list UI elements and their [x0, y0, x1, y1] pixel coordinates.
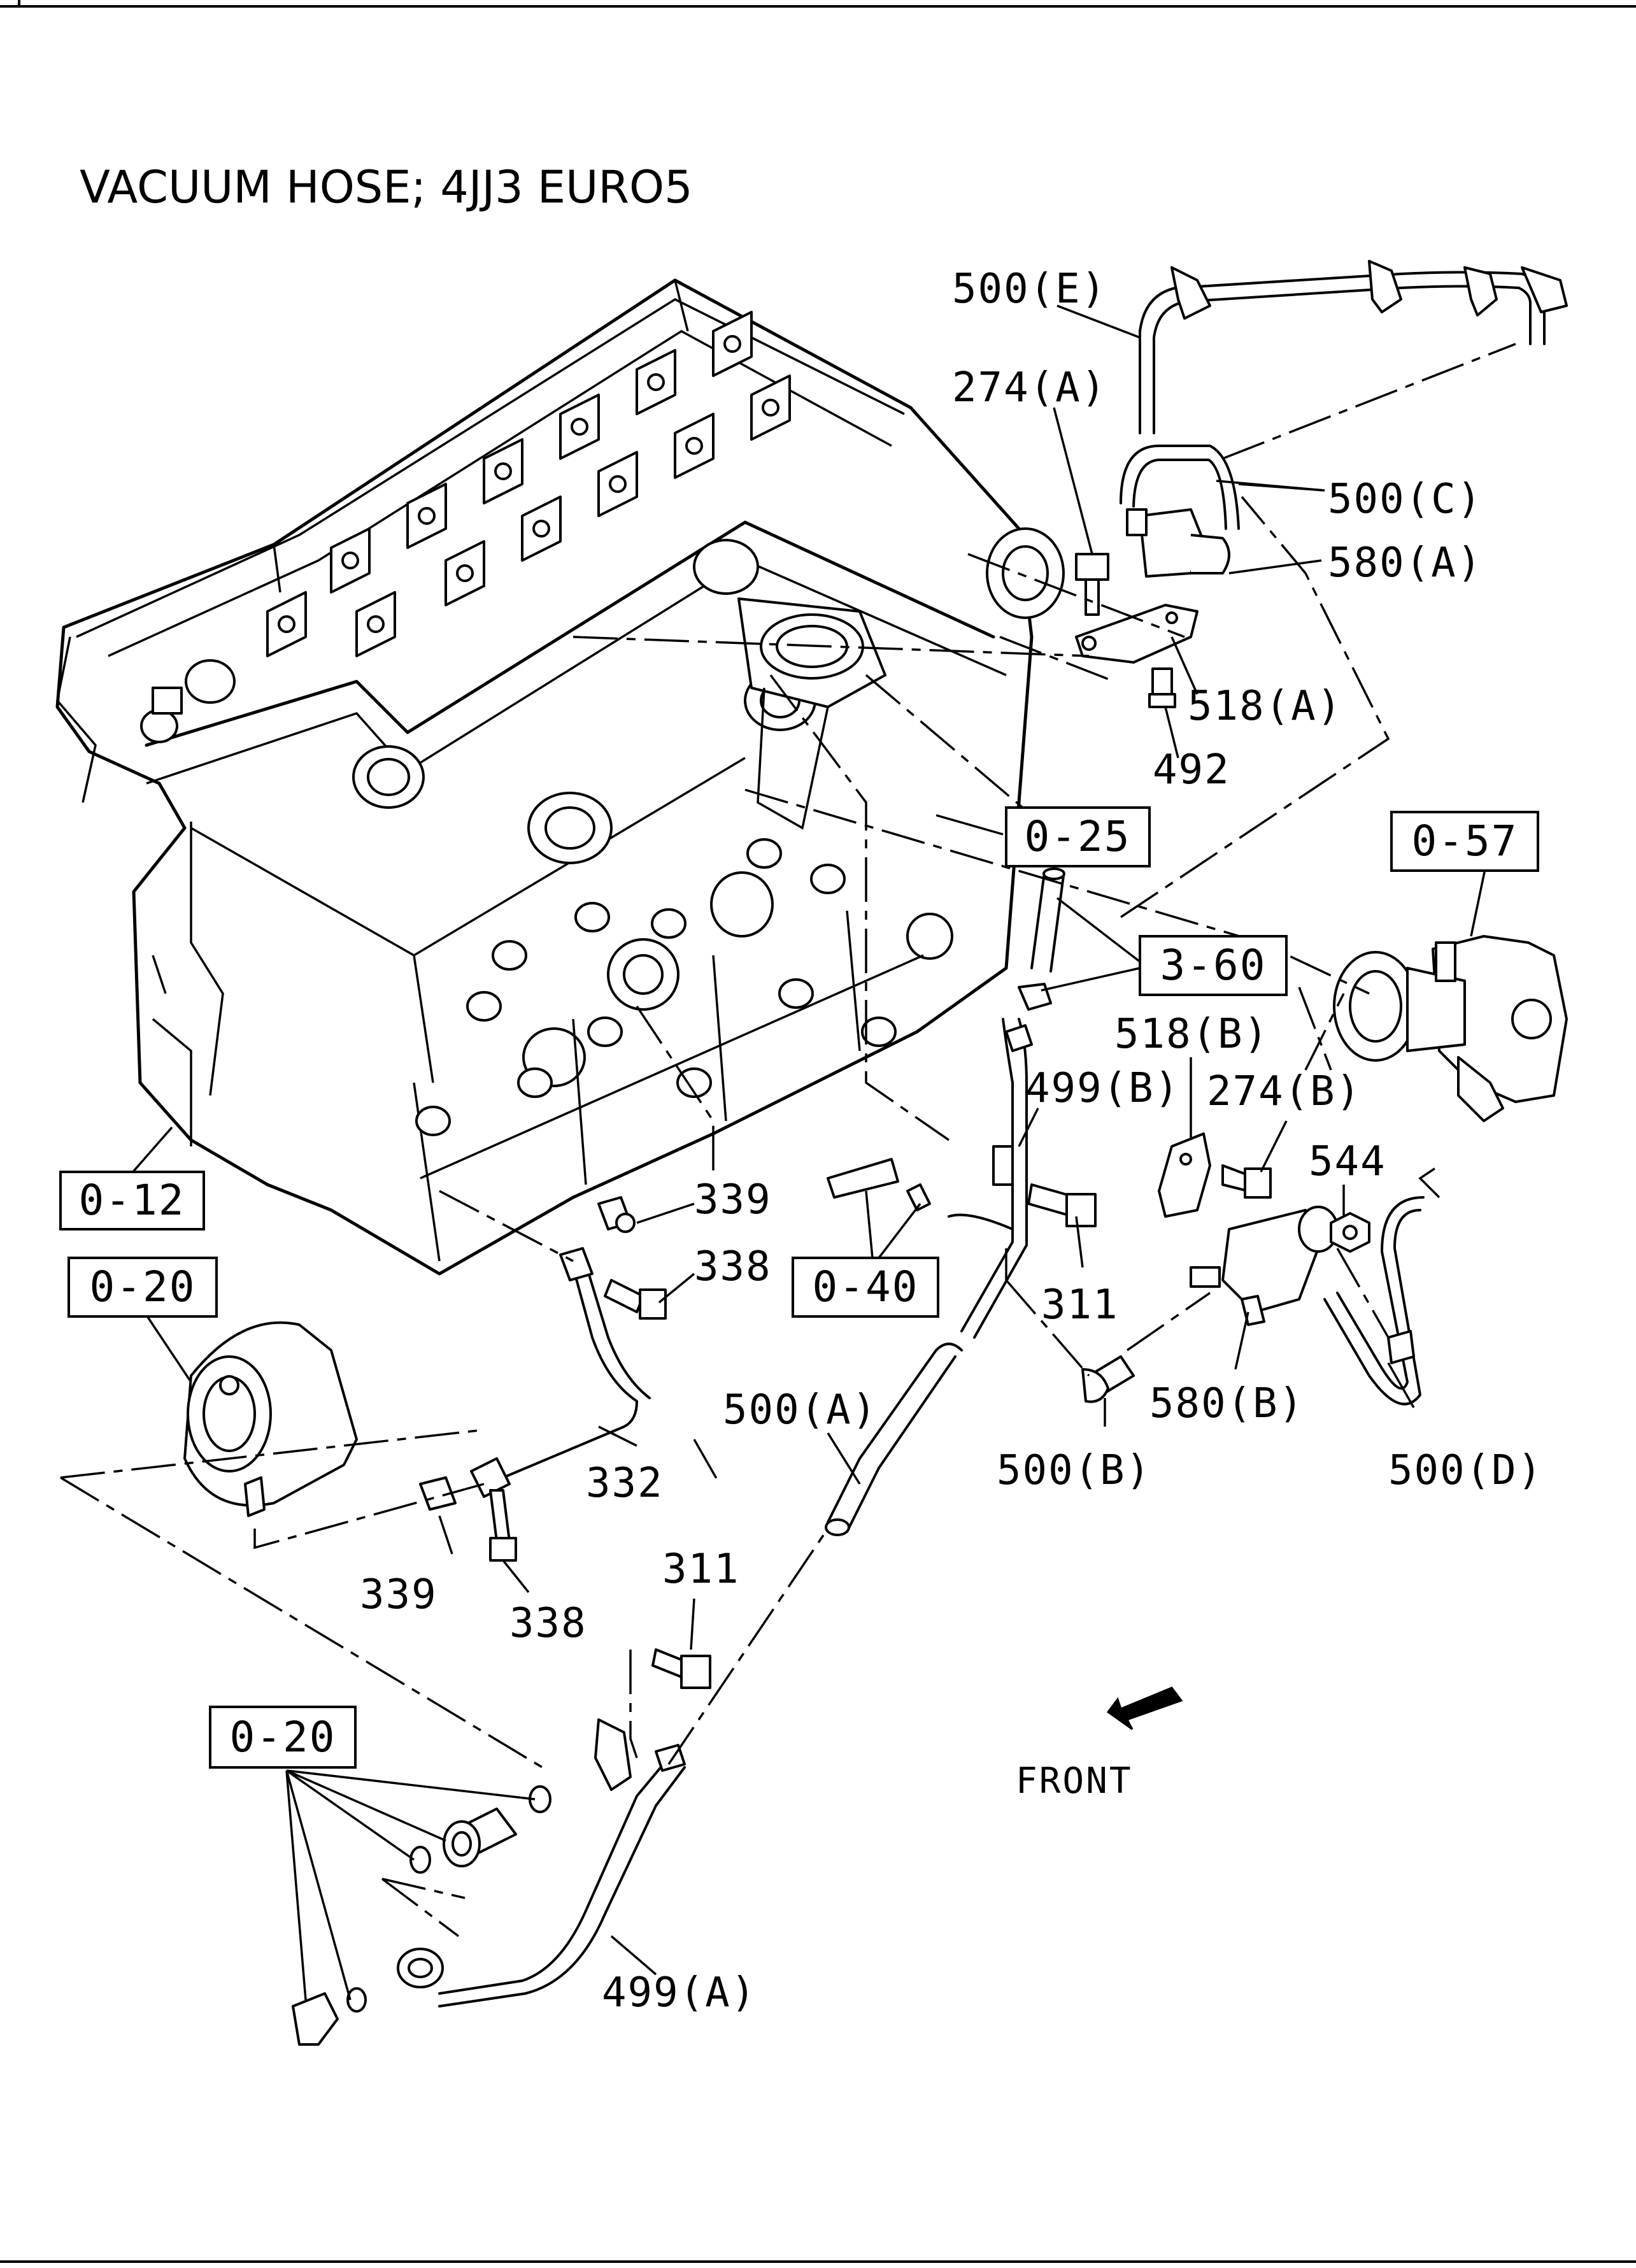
part-label-518a[interactable]: 518(A)	[1188, 683, 1342, 730]
vacuum-hose-500d	[1323, 1196, 1425, 1406]
ref-box-0-25[interactable]: 0-25	[1005, 806, 1151, 867]
bolt-311	[651, 1183, 1097, 1689]
engine-block	[55, 278, 1065, 1276]
cam-bolt-hole	[367, 615, 385, 633]
union-fitting	[292, 1785, 551, 2046]
block-boss	[746, 838, 782, 869]
ref-box-label: 0-20	[90, 1262, 196, 1311]
ref-box-label: 0-25	[1025, 812, 1131, 861]
part-label-499b[interactable]: 499(B)	[1025, 1065, 1180, 1112]
cam-bolt-hole	[532, 520, 550, 538]
vacuum-pump	[183, 1321, 358, 1517]
part-label-500e[interactable]: 500(E)	[952, 266, 1107, 313]
part-label-518b[interactable]: 518(B)	[1114, 1011, 1269, 1058]
part-label-274b[interactable]: 274(B)	[1207, 1068, 1362, 1115]
block-boss	[861, 1016, 897, 1047]
vacuum-hose-500a	[825, 1343, 963, 1536]
cam-bolt-hole	[494, 462, 512, 480]
block-bosses	[415, 838, 897, 1136]
ref-box-0-12[interactable]: 0-12	[59, 1171, 205, 1230]
block-boss	[676, 1067, 712, 1098]
block-boss	[587, 1016, 623, 1047]
ref-box-label: 0-40	[813, 1262, 919, 1311]
ref-box-0-40[interactable]: 0-40	[792, 1257, 939, 1318]
part-label-339-lower[interactable]: 339	[360, 1571, 437, 1618]
nut-544	[1330, 1212, 1370, 1253]
part-label-500b[interactable]: 500(B)	[997, 1447, 1151, 1494]
cam-bolt-hole	[762, 399, 779, 417]
part-label-544[interactable]: 544	[1309, 1138, 1386, 1185]
block-boss	[415, 1106, 451, 1136]
hose-segment-0-40	[827, 1158, 931, 1211]
ref-box-label: 0-12	[79, 1176, 185, 1225]
ref-box-3-60[interactable]: 3-60	[1139, 935, 1288, 996]
part-label-274a[interactable]: 274(A)	[952, 364, 1107, 411]
part-label-492[interactable]: 492	[1153, 746, 1230, 794]
diagram-title: VACUUM HOSE; 4JJ3 EURO5	[80, 161, 693, 213]
cam-bolt-hole	[418, 507, 436, 525]
pulley-ring	[986, 527, 1065, 619]
vacuum-pipe-499b	[948, 1018, 1033, 1339]
bolt-492	[1148, 667, 1176, 708]
part-label-338-upper[interactable]: 338	[694, 1243, 772, 1290]
bolt-338	[489, 1279, 667, 1562]
vacuum-hose-500e	[1139, 260, 1568, 434]
part-label-499a[interactable]: 499(A)	[602, 1969, 757, 2016]
block-boss	[466, 991, 502, 1022]
hose-segment-3-60	[1018, 867, 1065, 1011]
front-arrow-icon	[1106, 1687, 1183, 1730]
part-label-311-lower[interactable]: 311	[662, 1546, 740, 1593]
part-label-339-upper[interactable]: 339	[694, 1176, 772, 1223]
ref-box-label: 0-57	[1412, 817, 1518, 866]
front-label: FRONT	[1016, 1760, 1133, 1802]
cam-bolt-hole	[571, 418, 588, 436]
leader-lines	[60, 304, 1516, 2001]
solenoid-valve-580a	[1075, 508, 1230, 664]
block-boss	[810, 864, 846, 894]
block-boss	[492, 940, 527, 971]
bolt-274a	[1075, 553, 1109, 616]
egr-valve	[1333, 935, 1568, 1122]
ref-box-0-20-top[interactable]: 0-20	[68, 1257, 218, 1318]
part-label-311-upper[interactable]: 311	[1041, 1281, 1119, 1329]
part-label-500c[interactable]: 500(C)	[1328, 476, 1483, 523]
ref-box-0-20-bottom[interactable]: 0-20	[209, 1706, 357, 1769]
cam-bolt-hole	[341, 552, 359, 569]
vacuum-hose-500b	[1081, 1355, 1135, 1403]
part-label-332[interactable]: 332	[586, 1460, 664, 1507]
block-boss	[651, 908, 686, 939]
ref-box-0-57[interactable]: 0-57	[1390, 811, 1539, 872]
ref-box-label: 0-20	[230, 1713, 336, 1762]
cam-bolt-hole	[647, 373, 665, 391]
part-label-500a[interactable]: 500(A)	[723, 1387, 878, 1434]
part-label-500d[interactable]: 500(D)	[1388, 1447, 1543, 1494]
cam-bolt-hole	[609, 475, 627, 493]
bracket-518b	[1158, 1132, 1272, 1218]
cam-bolt-hole	[723, 335, 741, 353]
cam-bolt-hole	[685, 437, 703, 455]
ref-box-label: 3-60	[1160, 941, 1267, 990]
block-boss	[778, 978, 814, 1009]
cam-bolt-hole	[456, 564, 474, 582]
part-labels: 500(E) 274(A) 500(C) 580(A) 518(A) 492 5…	[360, 266, 1543, 2016]
part-label-338-lower[interactable]: 338	[509, 1600, 587, 1647]
part-label-580a[interactable]: 580(A)	[1328, 539, 1483, 587]
switching-valve-580b	[1190, 1206, 1339, 1326]
cam-towers	[266, 311, 791, 657]
vacuum-pipe-332	[470, 1247, 651, 1498]
cam-bolt-hole	[278, 615, 295, 633]
part-label-580b[interactable]: 580(B)	[1149, 1380, 1304, 1427]
washer-339	[419, 1196, 636, 1511]
vacuum-pipe-499a	[397, 1718, 686, 2008]
block-boss	[574, 902, 610, 932]
block-boss	[517, 1067, 553, 1098]
